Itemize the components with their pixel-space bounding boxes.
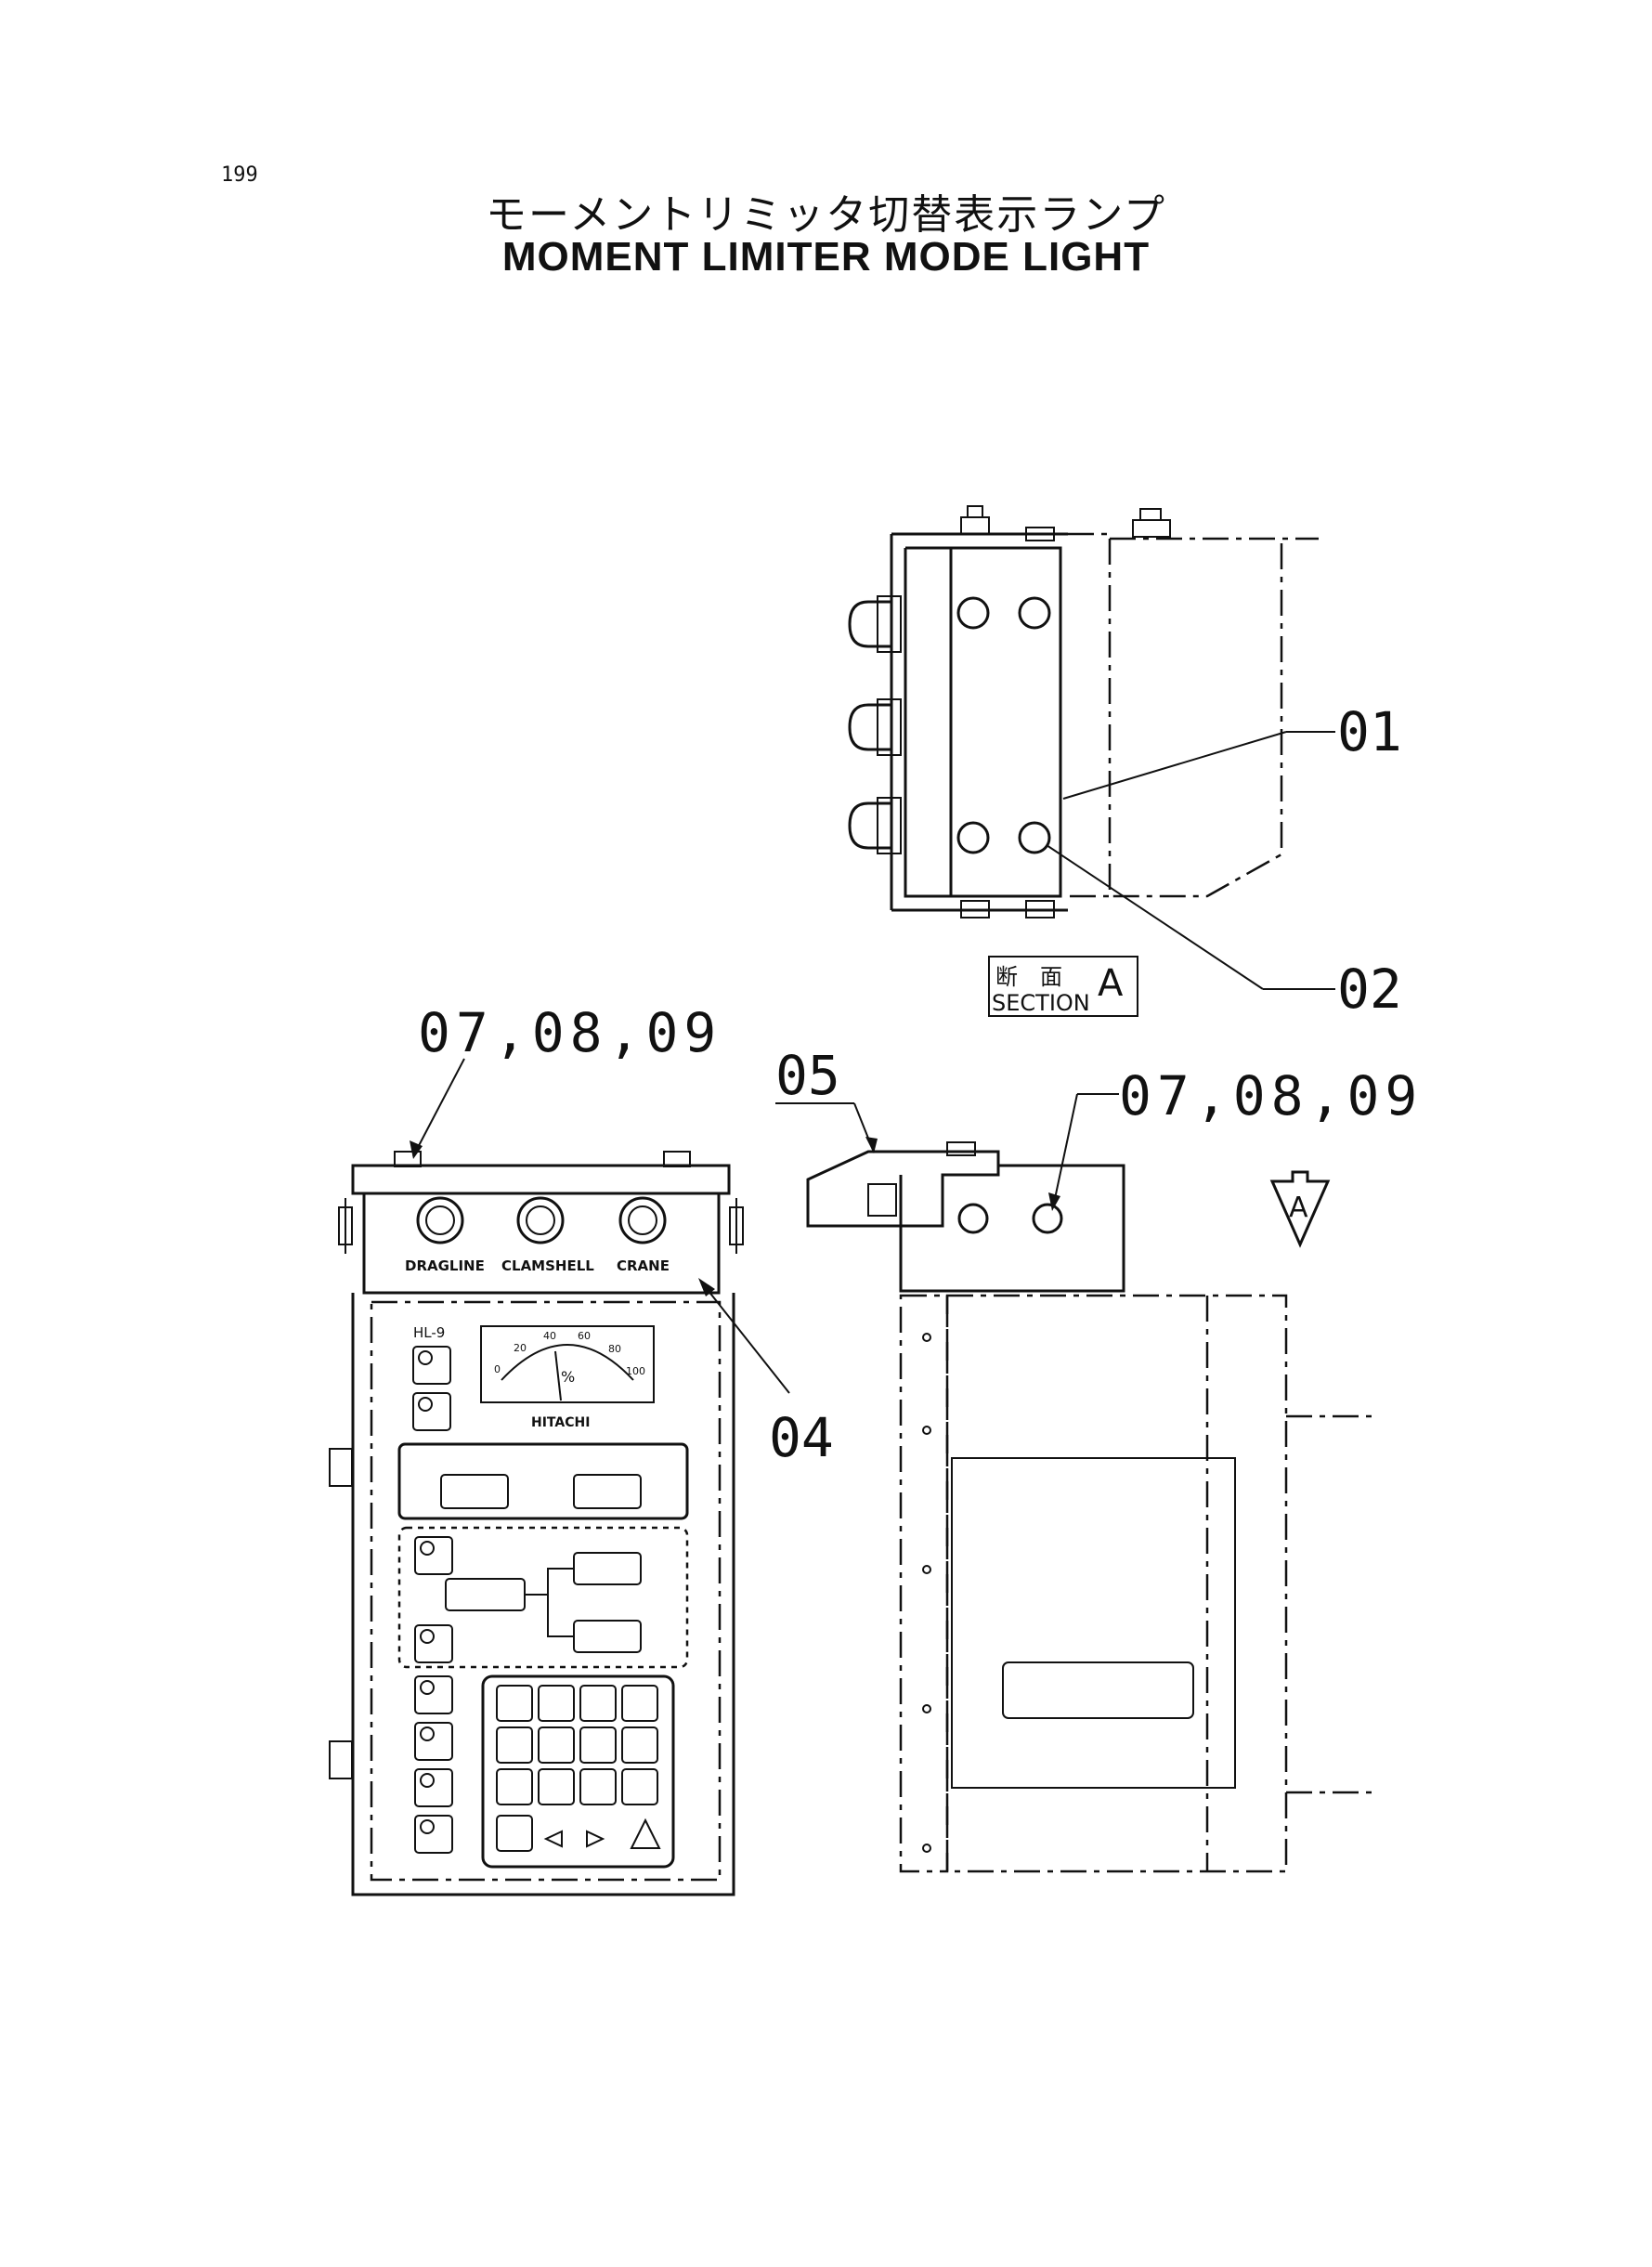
section-label: 断 面 A SECTION (988, 956, 1138, 1017)
model-label: HL-9 (413, 1324, 445, 1341)
callout-01: 01 (1062, 700, 1402, 800)
gauge-tick-20: 20 (514, 1342, 527, 1354)
section-label-letter: A (1098, 962, 1124, 1005)
callout-04-label: 04 (769, 1406, 834, 1469)
callout-05-label: 05 (775, 1044, 840, 1107)
lamp-label-clamshell: CLAMSHELL (501, 1257, 594, 1274)
section-a-view (848, 505, 1319, 919)
view-arrow-a: A (1269, 1170, 1331, 1248)
front-panel-view: DRAGLINE CLAMSHELL CRANE HL-9 0 20 40 60… (329, 1151, 744, 1896)
callout-01-label: 01 (1337, 700, 1402, 763)
callout-07-08-09-left-label: 07,08,09 (418, 1001, 722, 1064)
title-japanese: モーメントリミッタ切替表示ランプ (486, 191, 1166, 239)
title-english: MOMENT LIMITER MODE LIGHT (501, 234, 1151, 280)
keypad (496, 1685, 661, 1852)
section-label-english: SECTION (992, 990, 1090, 1016)
page-number: 199 (221, 163, 258, 187)
callout-07-08-09-right-label: 07,08,09 (1119, 1064, 1423, 1127)
callout-05: 05 (775, 1044, 878, 1153)
callout-04: 04 (698, 1278, 834, 1469)
lamp-label-dragline: DRAGLINE (405, 1257, 485, 1274)
gauge-tick-100: 100 (626, 1365, 645, 1377)
callout-07-08-09-right: 07,08,09 (1048, 1064, 1423, 1211)
gauge-tick-40: 40 (543, 1330, 556, 1342)
section-label-japanese: 断 面 (995, 964, 1062, 990)
gauge-tick-60: 60 (578, 1330, 591, 1342)
gauge-tick-80: 80 (608, 1343, 621, 1355)
callout-02: 02 (1046, 844, 1402, 1021)
side-view (806, 1141, 1374, 1873)
gauge-tick-0: 0 (494, 1363, 501, 1375)
view-arrow-letter: A (1289, 1192, 1308, 1224)
callout-07-08-09-left: 07,08,09 (410, 1001, 722, 1159)
lamp-label-crane: CRANE (617, 1257, 670, 1274)
brand-label: HITACHI (531, 1415, 590, 1430)
callout-02-label: 02 (1337, 958, 1402, 1021)
gauge-unit: % (561, 1368, 575, 1386)
